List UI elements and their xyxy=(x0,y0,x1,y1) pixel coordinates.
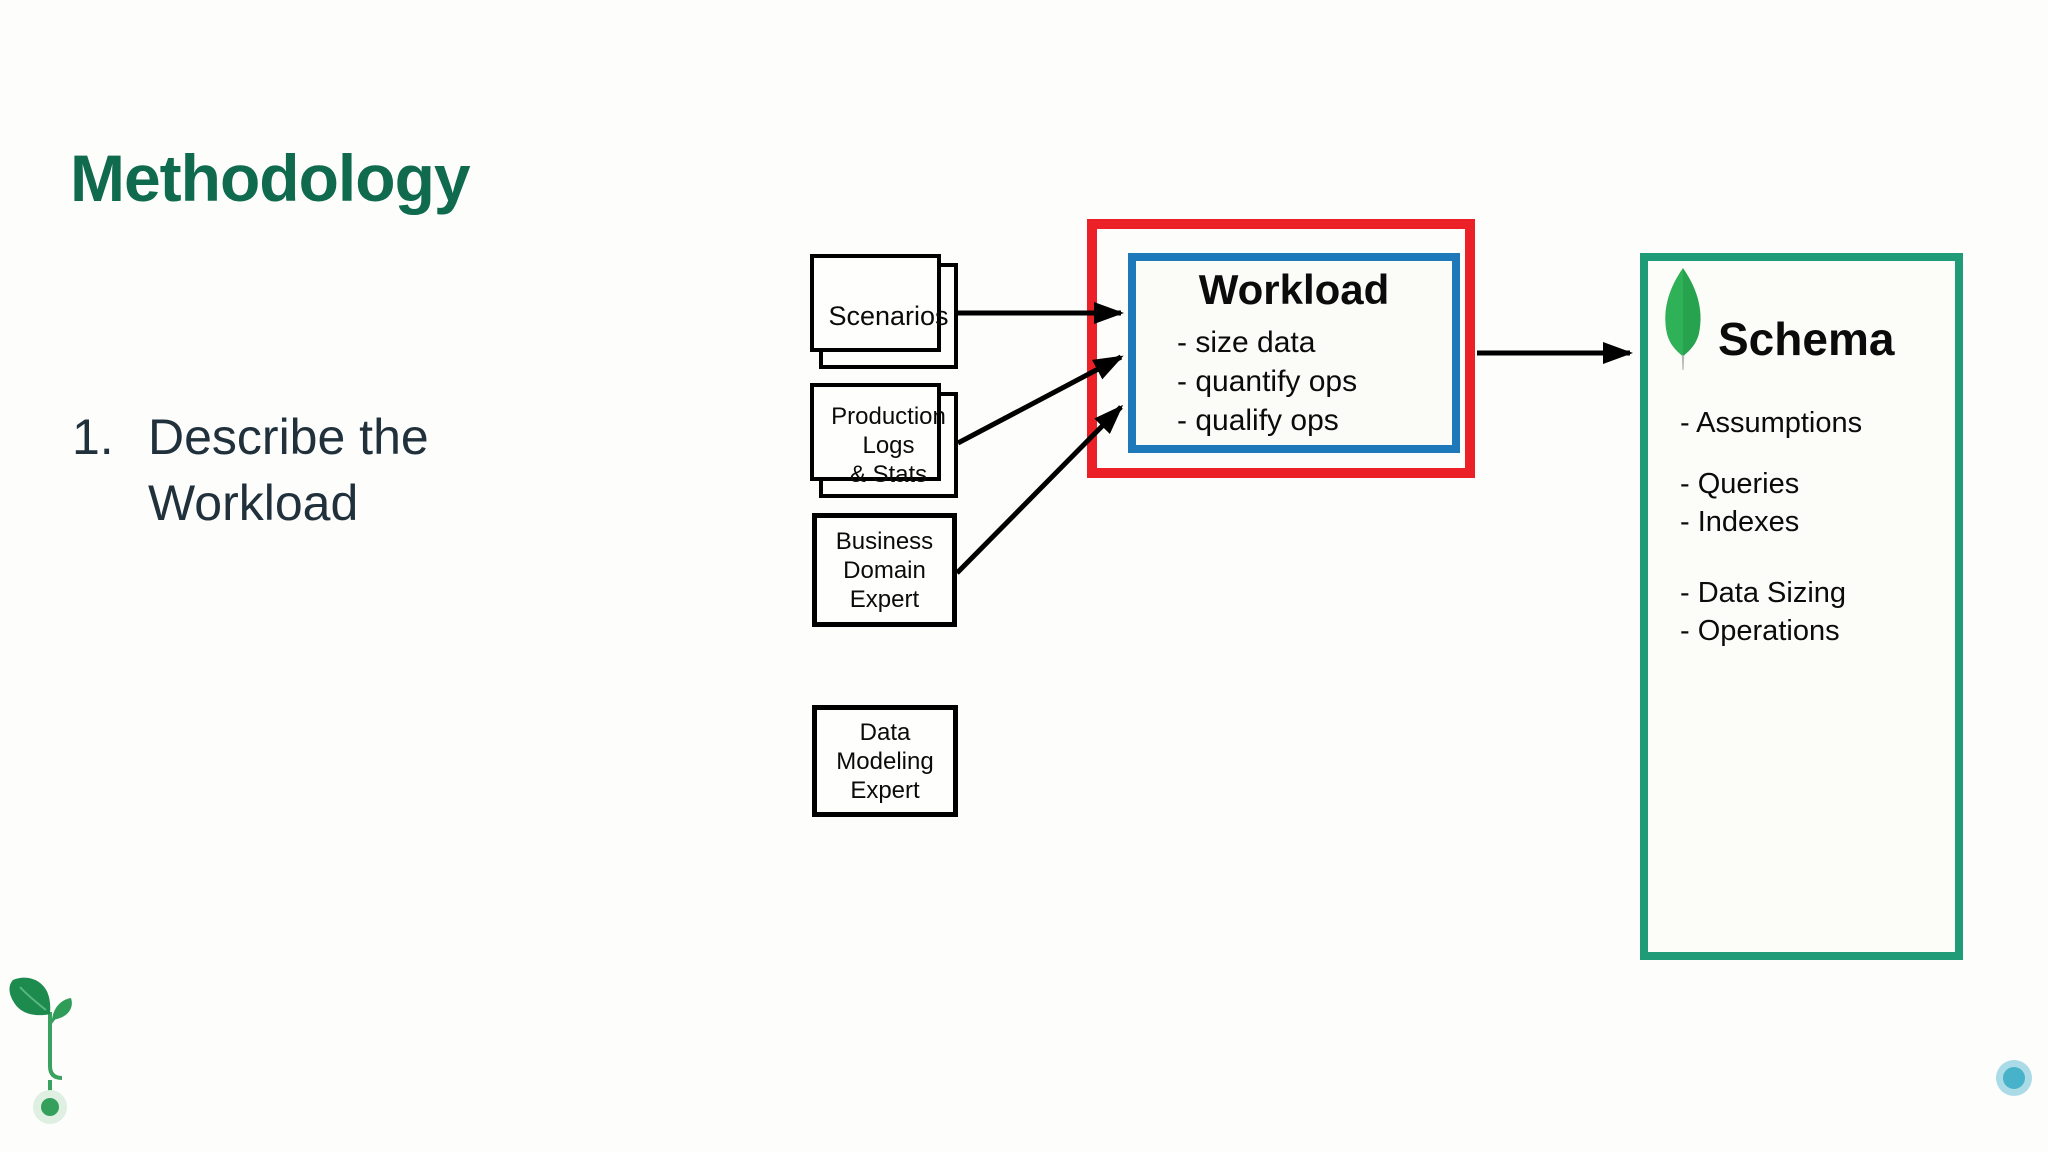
schema-group-queries-indexes: - Queries - Indexes xyxy=(1680,465,1799,541)
schema-group-sizing-operations: - Data Sizing - Operations xyxy=(1680,574,1846,650)
bullet-text: Describe the Workload xyxy=(148,404,429,536)
workload-item: - qualify ops xyxy=(1177,404,1339,437)
production-logs-label: Production Logs & Stats xyxy=(831,402,946,488)
scenarios-box: Scenarios xyxy=(810,254,958,369)
footer-endpoint-circle xyxy=(1996,1060,2032,1096)
bullet-item-1: 1. Describe the Workload xyxy=(72,404,429,536)
workload-items: - size data - quantify ops - qualify ops xyxy=(1177,323,1452,440)
schema-item: - Operations xyxy=(1680,615,1840,647)
bullet-number: 1. xyxy=(72,409,114,465)
workload-box: Workload - size data - quantify ops - qu… xyxy=(1128,253,1460,453)
schema-item: - Data Sizing xyxy=(1680,577,1847,609)
workload-item: - size data xyxy=(1177,326,1316,359)
schema-title: Schema xyxy=(1718,313,1895,365)
data-modeling-expert-label: Data Modeling Expert xyxy=(836,718,934,804)
workload-title: Workload xyxy=(1198,266,1390,313)
schema-item: - Queries xyxy=(1680,468,1800,500)
schema-group-assumptions: - Assumptions xyxy=(1680,404,1862,442)
schema-box: Schema - Assumptions - Queries - Indexes… xyxy=(1640,253,1963,960)
workload-item: - quantify ops xyxy=(1177,365,1358,398)
data-modeling-expert-box: Data Modeling Expert xyxy=(812,705,958,817)
sprout-icon xyxy=(9,977,72,1124)
page-title: Methodology xyxy=(70,141,471,215)
bullet-text-line-2: Workload xyxy=(148,475,359,531)
business-domain-expert-label: Business Domain Expert xyxy=(835,527,934,613)
schema-item: - Assumptions xyxy=(1680,407,1863,439)
mongodb-leaf-icon xyxy=(1665,268,1701,370)
scenarios-label: Scenarios xyxy=(828,300,949,331)
business-domain-expert-box: Business Domain Expert xyxy=(812,513,957,627)
bullet-text-line-1: Describe the xyxy=(148,409,429,465)
schema-item: - Indexes xyxy=(1680,506,1800,538)
workload-highlight-frame: Workload - size data - quantify ops - qu… xyxy=(1087,219,1475,478)
production-logs-box: Production Logs & Stats xyxy=(810,383,958,498)
